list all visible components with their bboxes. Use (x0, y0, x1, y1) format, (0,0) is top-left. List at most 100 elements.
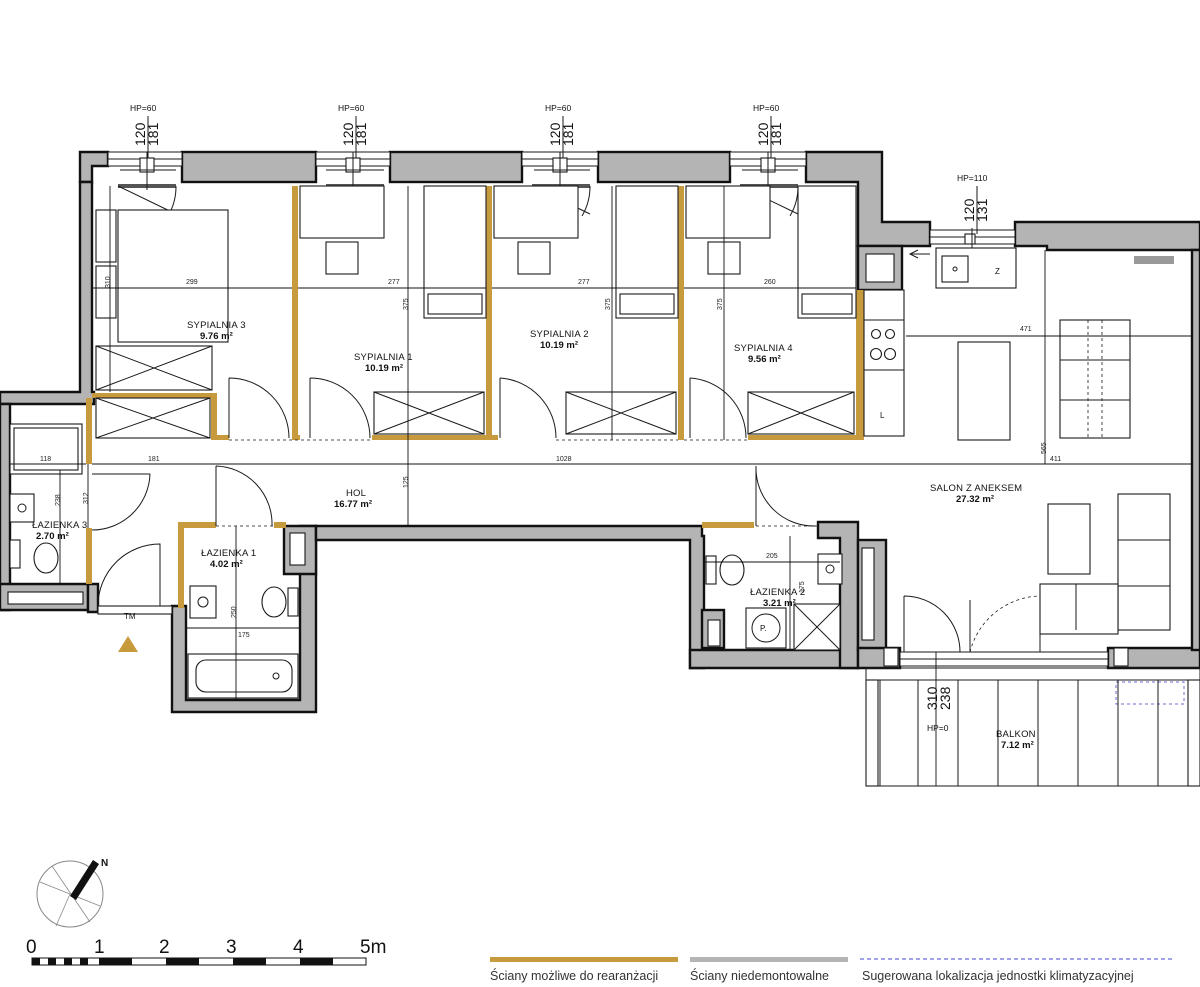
wardrobe-s3 (95, 345, 213, 391)
dim-s2-depth: 375 (605, 298, 612, 310)
furniture: L Z (9, 185, 1200, 787)
wardrobe-s4 (747, 391, 855, 435)
dim-corridor-depth: 312 (83, 492, 90, 504)
sink-bowl (941, 255, 969, 283)
pillow-s4 (801, 293, 853, 315)
dim-s1-depth: 375 (403, 298, 410, 310)
door-bath1 (215, 465, 273, 527)
pillow-s2 (619, 293, 675, 315)
kitchen-island (957, 341, 1011, 441)
toilet-bath2 (719, 554, 745, 586)
pwall-s3-bottom (92, 393, 216, 398)
pillar-sq-right (1113, 647, 1129, 667)
compass-north-label: N (101, 858, 108, 869)
dim-laz1-width: 175 (238, 632, 250, 639)
balcony-h: 238 (937, 686, 953, 710)
door-balcony-r (969, 595, 1041, 653)
dim-laz2-width: 205 (766, 553, 778, 560)
wardrobe-s3-hall (95, 397, 211, 439)
door-kitchen-shaft (908, 249, 930, 259)
wardrobe-s2 (565, 391, 677, 435)
tv-cabinet (1047, 503, 1091, 575)
legend-label-ac: Sugerowana lokalizacja jednostki klimaty… (862, 969, 1134, 983)
fixed-walls (0, 150, 1200, 714)
dim-s2-width: 277 (578, 279, 590, 286)
pwall-bath2-top (702, 522, 754, 528)
dim-laz3-width: 118 (40, 456, 51, 463)
legend-swatch-fixed (690, 957, 848, 962)
kitchen-shaft-inner (865, 253, 895, 283)
door-s2 (499, 377, 557, 439)
room-area-salon: 27.32 m² (956, 494, 994, 505)
dimension-lines (10, 186, 1192, 786)
w3-hp: HP=60 (545, 103, 571, 113)
wall-bath3-left (0, 402, 12, 612)
pwall-bath1-top (178, 522, 216, 528)
wall-salon-right-edge (1190, 248, 1200, 652)
dim-s4-width: 260 (764, 279, 776, 286)
room-name-sypialnia1: SYPIALNIA 1 (354, 352, 413, 363)
ac-marker-balcony (1115, 681, 1185, 705)
kitchen-z-label: Z (995, 267, 1000, 276)
pwall-bath1-top-b (274, 522, 286, 528)
wall-left-outer (0, 180, 96, 406)
scale-tick-0: 0 (26, 937, 37, 958)
pwall-s1-s2 (486, 186, 492, 440)
balcony-hp: HP=0 (927, 723, 949, 733)
pwall-bath1-left (178, 522, 184, 608)
room-area-sypialnia2: 10.19 m² (540, 340, 578, 351)
entrance-threshold (97, 605, 173, 615)
w2-w: 120 (340, 122, 356, 146)
dim-s3-width: 299 (186, 279, 198, 286)
room-area-sypialnia4: 9.56 m² (748, 354, 781, 365)
window-markers (120, 152, 976, 248)
door-s1 (309, 377, 371, 439)
balcony-rail-right (1187, 679, 1200, 787)
entrance-marker (118, 636, 138, 652)
desk-s2 (493, 185, 579, 239)
wall-entrance-left (86, 582, 100, 614)
dim-salon-depth: 565 (1041, 442, 1048, 454)
w2-hp: HP=60 (338, 103, 364, 113)
thresholds (216, 439, 818, 527)
room-name-hol: HOL (346, 488, 366, 499)
room-area-lazienka3: 2.70 m² (36, 531, 69, 542)
shaft1-inner (289, 532, 306, 566)
pwall-s2-bottom (492, 435, 498, 440)
sink-bath3 (9, 493, 35, 523)
legend-swatch-rearrange (490, 957, 678, 962)
dim-s3-depth: 310 (105, 276, 112, 288)
bath3-sill (7, 591, 84, 605)
pwall-s4-bottom (748, 435, 862, 440)
balcony-floor (865, 667, 1200, 787)
room-name-sypialnia3: SYPIALNIA 3 (187, 320, 246, 331)
dining-table (1059, 319, 1131, 439)
win-swing-1 (117, 185, 177, 215)
pillar-sq-left (883, 647, 899, 667)
dim-s1-width: 277 (388, 279, 400, 286)
chair-s2 (517, 241, 551, 275)
windows (107, 151, 1109, 667)
door-s4 (689, 377, 747, 439)
w1-w: 120 (132, 122, 148, 146)
room-name-salon: SALON Z ANEKSEM (930, 483, 1022, 494)
sofa (1117, 493, 1171, 631)
bed-s3 (117, 209, 229, 343)
pillow-s1 (427, 293, 483, 315)
w5-w: 120 (961, 198, 977, 222)
wall-top-seg-c (596, 150, 732, 184)
room-area-sypialnia3: 9.76 m² (200, 331, 233, 342)
wall-top-seg-d (804, 150, 932, 248)
room-area-lazienka2: 3.21 m² (763, 598, 796, 609)
rearrangeable-walls (86, 186, 864, 608)
dim-hall-right: 411 (1050, 456, 1061, 463)
balcony-tiles (866, 679, 1200, 786)
scale-tick-4: 4 (293, 937, 304, 958)
toilet-bath3 (33, 542, 59, 574)
win-swing-4b (789, 185, 799, 217)
pwall-s3-s1 (292, 186, 298, 440)
shower-bath3-in (13, 427, 79, 471)
scale-tick-1: 1 (94, 937, 105, 958)
scale-tick-3: 3 (226, 937, 237, 958)
compass: N (36, 858, 108, 928)
